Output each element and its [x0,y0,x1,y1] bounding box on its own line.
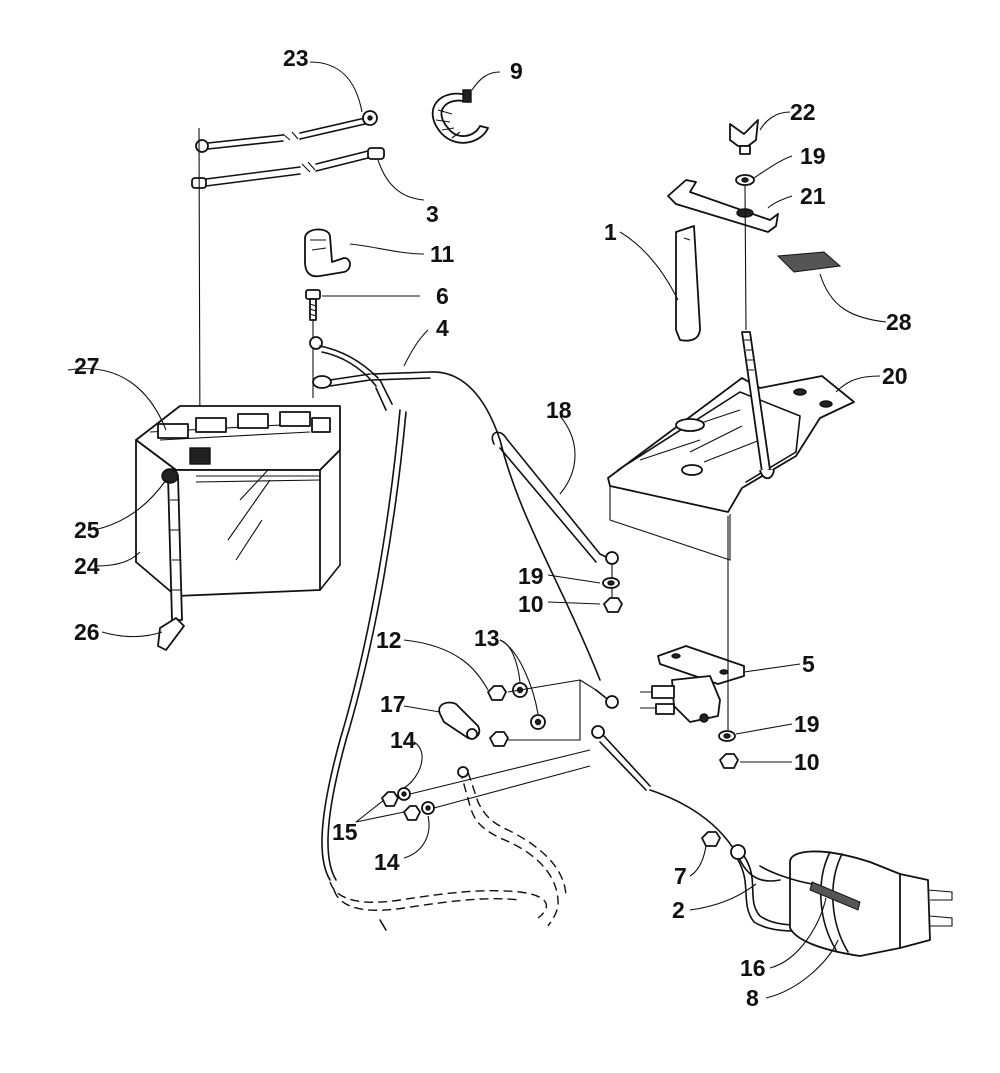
callout-23: 23 [283,45,309,71]
cable-end-lower [591,725,781,882]
callout-10-low: 10 [794,749,820,775]
wingnut-22 [729,119,759,155]
callout-22: 22 [790,99,816,125]
callout-25: 25 [74,517,100,543]
clamp-9 [431,89,489,144]
boot-11 [304,228,351,278]
boot-17 [438,701,481,740]
callout-20: 20 [882,363,908,389]
cable-end-upper [595,689,619,709]
washer-19-top [735,174,755,186]
strap-1 [675,225,701,342]
callout-13: 13 [474,625,500,651]
callout-6: 6 [436,283,449,309]
callout-28: 28 [886,309,912,335]
callout-17: 17 [380,691,406,717]
nut-7 [701,831,721,847]
callout-3: 3 [426,201,439,227]
rod-18 [491,431,619,565]
callout-24: 24 [74,553,100,579]
callout-19-top: 19 [800,143,826,169]
washer-19-mid [602,577,620,589]
solenoid-5 [640,645,745,723]
starter-motor [759,850,953,957]
callout-14-top: 14 [390,727,416,753]
callout-8: 8 [746,985,759,1011]
callout-7: 7 [674,863,687,889]
cable-3 [191,147,385,189]
callout-15: 15 [332,819,358,845]
callout-1: 1 [604,219,617,245]
guide-line-15 [409,749,591,809]
washers-13 [512,682,546,730]
callout-4: 4 [436,315,449,341]
callout-14-bottom: 14 [374,849,400,875]
cable-4 [309,336,601,881]
leader-lines [67,61,887,999]
callout-12: 12 [376,627,402,653]
callout-2: 2 [672,897,685,923]
washer-19-low [718,730,736,742]
cable-23 [195,110,378,153]
j-bolt [741,331,775,480]
bolt-6 [305,289,321,321]
guide-line-21 [744,185,747,331]
nut-10-mid [603,597,623,613]
guide-line-23 [198,127,201,456]
callout-9: 9 [510,58,523,84]
callout-16: 16 [740,955,766,981]
nuts-15 [381,791,421,821]
plate-21 [667,179,779,233]
cable-4-lower [329,881,548,931]
nuts-12 [487,685,509,747]
callout-10-mid: 10 [518,591,544,617]
cable-wire-14 [457,766,567,927]
callout-19-low: 19 [794,711,820,737]
battery-24 [135,405,341,597]
callout-18: 18 [546,397,572,423]
tray-20 [607,375,855,561]
callout-11: 11 [430,241,455,267]
callout-19-mid: 19 [518,563,544,589]
guide-line-12 [506,679,581,741]
callout-21: 21 [800,183,826,209]
pad-28 [776,251,842,273]
callout-5: 5 [802,651,815,677]
vent-tube-25-26 [157,468,185,651]
callout-27: 27 [74,353,100,379]
callout-26: 26 [74,619,100,645]
nut-10-low [719,753,739,769]
guide-line-13 [579,679,597,691]
